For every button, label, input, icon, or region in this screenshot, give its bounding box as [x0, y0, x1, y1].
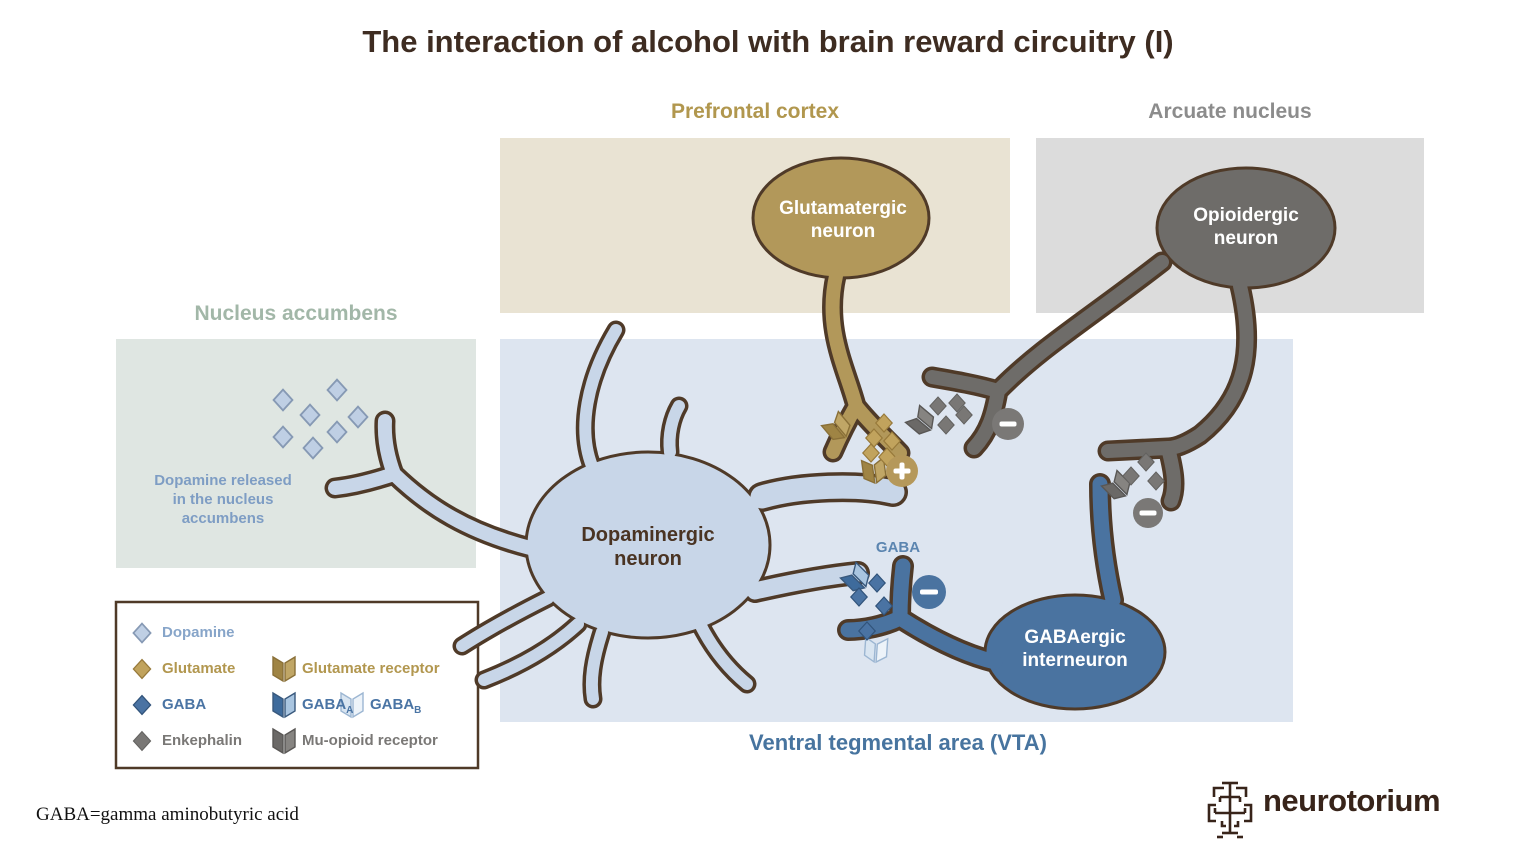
gaba-b-base: GABA [370, 696, 415, 713]
legend-label-dopamine: Dopamine [162, 624, 235, 641]
gaba-synapse [839, 561, 946, 664]
nucleus-accumbens-box [116, 339, 476, 568]
region-label-nucleus-accumbens: Nucleus accumbens [194, 302, 398, 325]
legend-box [114, 600, 480, 770]
gabaergic-interneuron [848, 484, 1167, 711]
minus-icon [912, 575, 946, 609]
legend-label-gaba: GABA [162, 696, 207, 713]
legend-label-gaba-a: GABAA [302, 694, 353, 716]
dopaminergic-neuron [335, 330, 893, 699]
dopaminergic-neuron-label: Dopaminergic neuron [581, 524, 715, 570]
glutamatergic-neuron-label: Glutamatergic neuron [779, 198, 907, 242]
region-label-arcuate-nucleus: Arcuate nucleus [1148, 100, 1312, 123]
opioidergic-neuron [932, 166, 1337, 501]
plus-icon [886, 455, 918, 487]
dopamine-released-annotation: Dopamine released in the nucleus accumbe… [154, 472, 292, 527]
minus-icon [992, 408, 1024, 440]
mu-opioid-synapse-gabaergic [1100, 452, 1165, 528]
glutamate-synapse [820, 410, 918, 487]
legend-label-glutamate: Glutamate [162, 660, 236, 677]
gabaergic-interneuron-label: GABAergic interneuron [1022, 627, 1128, 671]
neurotorium-logo-icon [1207, 781, 1253, 839]
legend-label-glutamate-receptor: Glutamate receptor [302, 660, 440, 677]
mu-opioid-synapse-glutamatergic [904, 393, 1024, 440]
opioidergic-neuron-label: Opioidergic neuron [1193, 205, 1299, 249]
gaba-a-base: GABA [302, 696, 347, 713]
gaba-a-subscript: A [346, 705, 354, 716]
gaba-annotation: GABA [875, 539, 921, 556]
glutamatergic-neuron [751, 156, 931, 453]
legend-label-mu-opioid-receptor: Mu-opioid receptor [302, 732, 438, 749]
footnote-abbreviation: GABA=gamma aminobutyric acid [36, 804, 299, 825]
neurotorium-logo-text: neurotorium [1263, 783, 1441, 818]
region-label-prefrontal-cortex: Prefrontal cortex [670, 100, 840, 123]
legend-label-enkephalin: Enkephalin [162, 732, 243, 749]
legend-label-gaba-b: GABAB [370, 694, 421, 716]
minus-icon [1133, 498, 1163, 528]
gaba-b-subscript: B [414, 705, 422, 716]
page-title: The interaction of alcohol with brain re… [362, 24, 1174, 59]
region-label-vta: Ventral tegmental area (VTA) [749, 730, 1047, 755]
